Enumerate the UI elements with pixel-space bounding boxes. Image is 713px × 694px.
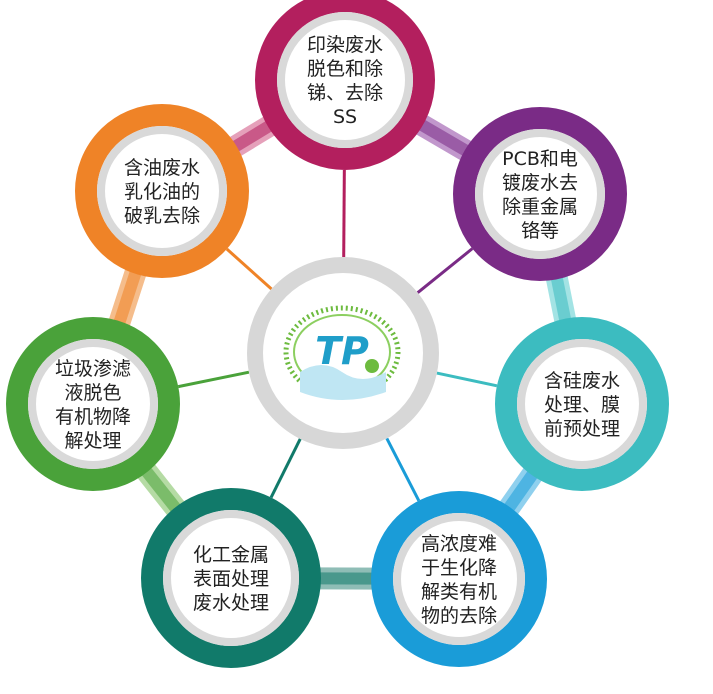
node-label-line: PCB和电 [502,148,578,170]
node-label-line: 除重金属 [502,196,578,218]
spoke-landfill-leachate [177,370,250,389]
node-label-line: 印染废水 [307,34,383,56]
node-label-line: 处理、膜 [544,394,620,416]
node-label-line: 液脱色 [64,382,121,404]
node-inner-ring [28,339,158,469]
node-label-line: 解处理 [64,430,121,452]
node-label-line: 破乳去除 [124,205,200,227]
node-label-line: 高浓度难 [421,533,497,555]
logo-wave [300,365,386,400]
spoke-silicon-wastewater [436,371,498,388]
spoke-oily-wastewater [225,247,273,291]
node-label-line: SS [333,106,357,128]
node-label-line: 乳化油的 [124,181,200,203]
node-label-line: 前预处理 [544,418,620,440]
node-inner-ring [393,513,525,645]
node-inner-ring [517,339,647,469]
node-label-line: 表面处理 [193,568,269,590]
node-label-line: 含硅废水 [544,370,620,392]
logo-letters: TP [315,329,369,373]
node-label-line: 镀废水去 [502,172,578,194]
node-inner-ring [163,510,299,646]
application-nodes: 印染废水脱色和除锑、去除SSPCB和电镀废水去除重金属铬等含硅废水处理、膜前预处… [6,0,669,668]
node-label-line: 废水处理 [193,592,269,614]
center-spokes [177,169,498,502]
node-label-line: 有机物降 [55,406,131,428]
node-label-line: 铬等 [521,220,559,242]
spoke-chemical-metal [269,438,302,499]
node-label-line: 锑、去除 [307,82,383,104]
spoke-high-concentration [385,437,421,502]
logo-dot [365,359,379,373]
center-hub: TP [247,257,439,449]
node-label-line: 解类有机 [421,581,497,603]
spoke-pcb-wastewater [416,247,474,294]
node-label-line: 化工金属 [193,544,269,566]
node-label-line: 垃圾渗滤 [55,358,131,380]
spoke-dye-wastewater [342,169,346,258]
node-inner-ring [475,129,605,259]
logo-ring [283,305,401,399]
node-label-line: 于生化降 [421,557,497,579]
node-label-line: 物的去除 [421,605,497,627]
node-label-line: 含油废水 [124,157,200,179]
node-inner-ring [277,12,413,148]
node-inner-ring [97,126,227,256]
company-logo: TP [283,305,401,400]
node-label-line: 脱色和除 [307,58,383,80]
